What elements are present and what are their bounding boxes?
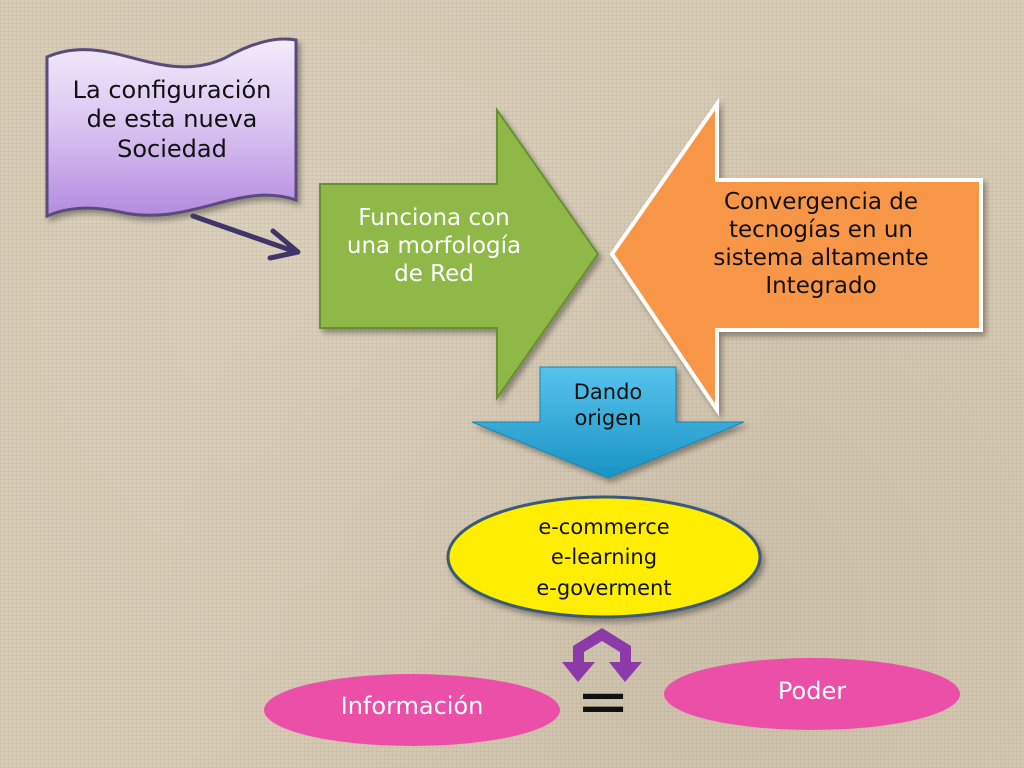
poder-oval (664, 658, 960, 730)
orange-arrow-text-line: Integrado (765, 273, 877, 300)
ellipse-text: e-commerce e-learning e-goverment (500, 512, 708, 603)
orange-block-arrow (609, 97, 983, 417)
informacion-oval (264, 674, 560, 746)
yellow-ellipse (446, 495, 762, 619)
ellipse-text-line: e-goverment (536, 575, 672, 600)
informacion-label: Información (340, 692, 484, 720)
orange-arrow-text-line: sistema altamente (713, 245, 929, 272)
down-arrow-text-line: Dando (573, 380, 643, 404)
green-arrow-text-line: Funciona con (358, 205, 510, 231)
scroll-text-line: de esta nueva (86, 105, 258, 134)
green-block-arrow (319, 106, 600, 402)
connector-arrow (190, 213, 301, 261)
down-block-arrow (471, 366, 745, 479)
orange-arrow-text: Convergencia de tecnogías en un sistema … (690, 188, 952, 300)
scroll-banner-shape (45, 37, 298, 219)
orange-arrow-text-line: Convergencia de (723, 189, 919, 215)
poder-label: Poder (777, 677, 847, 705)
scroll-text-line: Sociedad (117, 134, 227, 163)
scroll-text-line: La configuración (72, 76, 272, 104)
scroll-text: La configuración de esta nueva Sociedad (52, 76, 292, 164)
orange-arrow-text-line: tecnogías en un (728, 217, 914, 244)
equals-sign: = (576, 665, 630, 739)
down-arrow-text-line: origen (574, 405, 642, 430)
ellipse-text-line: e-commerce (538, 515, 670, 539)
green-arrow-text: Funciona con una morfología de Red (322, 204, 546, 288)
ellipse-text-line: e-learning (550, 545, 658, 570)
green-arrow-text-line: una morfología (346, 233, 522, 260)
bidirectional-u-arrow-icon (562, 628, 642, 682)
green-arrow-text-line: de Red (394, 261, 474, 288)
down-arrow-text: Dando origen (548, 380, 668, 431)
